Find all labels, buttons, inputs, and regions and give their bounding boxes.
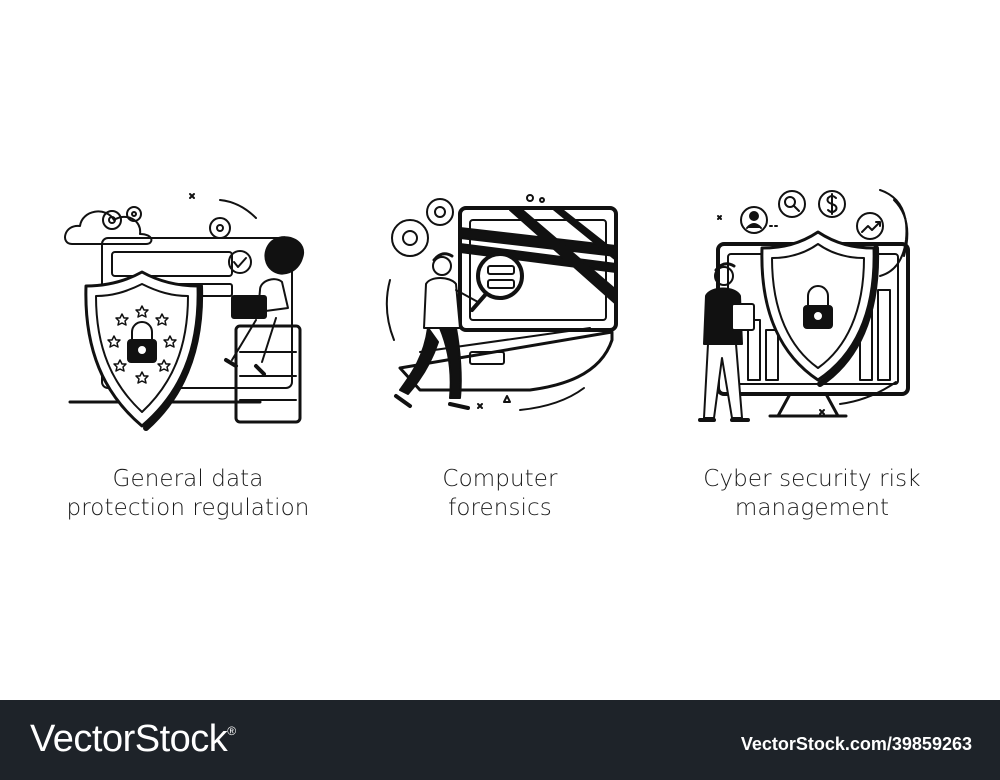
magnifier-icon	[476, 252, 524, 300]
caption-cyber-risk: Cyber security risk management	[647, 465, 977, 523]
trend-up-icon	[856, 212, 884, 240]
caption-line: management	[734, 495, 890, 521]
forensics-illustration	[360, 180, 640, 440]
caption-forensics: Computer forensics	[335, 465, 665, 523]
caption-line: Computer	[442, 466, 558, 492]
caution-tape-icon	[459, 207, 617, 305]
gear-icon	[391, 198, 454, 257]
person-icon	[264, 236, 305, 275]
laptop-icon	[231, 295, 267, 319]
caption-line: forensics	[448, 495, 552, 521]
user-icon	[740, 206, 768, 234]
person-icon	[394, 252, 479, 410]
gdpr-artwork	[64, 193, 305, 431]
checkmark-icon	[228, 250, 252, 274]
watermark-footer: VectorStock® VectorStock.com/39859263	[0, 700, 1000, 780]
cyber-risk-artwork	[698, 189, 910, 422]
caption-line: protection regulation	[66, 495, 310, 521]
gear-icon	[102, 206, 231, 239]
caption-line: General data	[112, 466, 264, 492]
dollar-icon	[818, 190, 846, 218]
registered-mark: ®	[227, 724, 236, 738]
illustration-canvas: General data protection regulation Compu…	[23, 180, 977, 523]
vectorstock-logo[interactable]: VectorStock®	[30, 718, 236, 761]
gdpr-illustration	[50, 180, 330, 440]
caption-line: Cyber security risk	[703, 466, 921, 492]
image-reference-link[interactable]: VectorStock.com/39859263	[740, 734, 972, 754]
person-icon	[698, 262, 755, 422]
cyber-risk-illustration	[670, 180, 950, 440]
caption-gdpr: General data protection regulation	[23, 465, 353, 523]
forensics-artwork	[385, 194, 618, 411]
brand-name: VectorStock	[30, 718, 228, 760]
search-icon	[778, 190, 806, 218]
